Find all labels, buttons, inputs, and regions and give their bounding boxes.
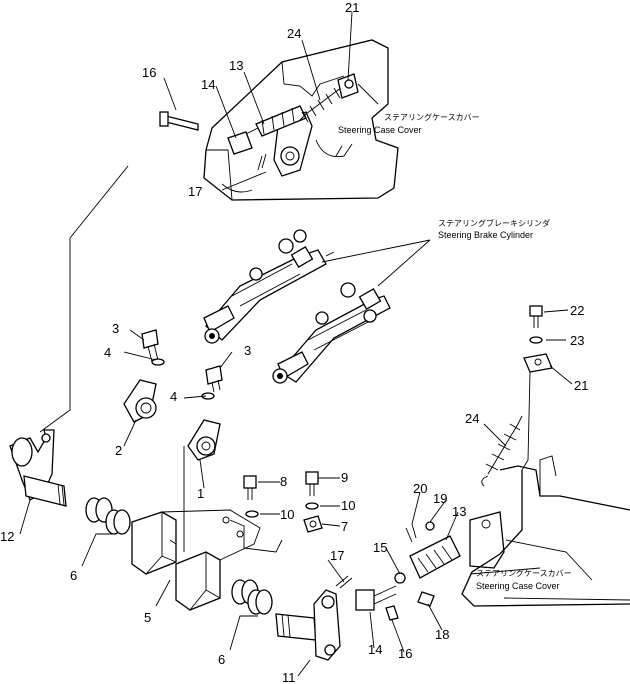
part-number-label: 13 — [452, 504, 466, 519]
clevis-14-bottom — [335, 572, 435, 621]
callout-case-cover-right-en: Steering Case Cover — [476, 581, 560, 591]
callout-case-cover-top: ステアリングケースカバー Steering Case Cover — [338, 112, 480, 135]
part-number-label: 20 — [413, 481, 427, 496]
bracket-5 — [131, 509, 283, 611]
spring-24-right — [481, 415, 523, 487]
part-number-label: 24 — [287, 26, 301, 41]
part-number-label: 10 — [341, 498, 355, 513]
leader-lines — [19, 11, 573, 677]
callout-case-cover-right: ステアリングケースカバー Steering Case Cover — [476, 568, 572, 591]
bushing-6-left — [85, 497, 131, 535]
part-number-label: 11 — [282, 670, 296, 684]
part-number-label: 21 — [345, 0, 359, 15]
callout-brake-cylinder: ステアリングブレーキシリンダ Steering Brake Cylinder — [438, 218, 550, 240]
bolt-3-upper — [141, 329, 165, 366]
shaft-12 — [9, 429, 67, 507]
top-lever-assembly — [159, 73, 359, 177]
part-number-label: 9 — [341, 470, 348, 485]
part-number-label: 23 — [570, 333, 584, 348]
part-number-label: 10 — [280, 507, 294, 522]
bolt-8 — [243, 475, 259, 518]
bolt-9 — [303, 471, 323, 533]
arm-13-right — [405, 511, 505, 579]
part-number-label: 21 — [574, 378, 588, 393]
part-number-label: 6 — [70, 568, 77, 583]
part-number-label: 4 — [104, 345, 111, 360]
part-number-label: 1 — [197, 486, 204, 501]
steering-case-cover-top — [203, 39, 399, 201]
bushing-6-bottom — [231, 579, 273, 615]
callout-case-cover-right-jp: ステアリングケースカバー — [476, 568, 572, 578]
part-number-label: 15 — [373, 540, 387, 555]
callout-case-cover-top-en: Steering Case Cover — [338, 125, 422, 135]
part-number-label: 7 — [341, 519, 348, 534]
brake-cylinder-upper — [203, 229, 335, 344]
part-number-label: 4 — [170, 389, 177, 404]
part-number-label: 13 — [229, 58, 243, 73]
callout-brake-cylinder-en: Steering Brake Cylinder — [438, 230, 533, 240]
part-number-label: 16 — [142, 65, 156, 80]
steering-case-cover-right — [461, 455, 630, 607]
part-number-label: 22 — [570, 303, 584, 318]
part-number-label: 18 — [435, 627, 449, 642]
bolt-3-lower — [201, 365, 223, 400]
part-number-label: 2 — [115, 443, 122, 458]
clevis-1 — [187, 419, 221, 461]
part-number-label: 3 — [244, 343, 251, 358]
part-number-labels: 21 24 13 16 14 17 3 4 3 4 2 1 12 8 9 10 … — [0, 0, 588, 684]
clevis-2 — [123, 379, 157, 423]
callout-case-cover-top-jp: ステアリングケースカバー — [384, 112, 480, 122]
part-number-label: 24 — [465, 411, 479, 426]
part-number-label: 16 — [398, 646, 412, 661]
shaft-11 — [275, 589, 341, 661]
part-number-label: 12 — [0, 529, 14, 544]
part-number-label: 14 — [368, 642, 382, 657]
part-number-label: 8 — [280, 474, 287, 489]
part-number-label: 19 — [433, 491, 447, 506]
part-number-label: 6 — [218, 652, 225, 667]
brake-cylinder-lower — [272, 282, 391, 384]
part-number-label: 5 — [144, 610, 151, 625]
bolt-22-bracket-21 — [521, 305, 553, 471]
callout-brake-cylinder-jp: ステアリングブレーキシリンダ — [438, 218, 550, 228]
part-number-label: 17 — [188, 184, 202, 199]
part-number-label: 14 — [201, 77, 215, 92]
part-number-label: 17 — [330, 548, 344, 563]
part-number-label: 3 — [112, 321, 119, 336]
